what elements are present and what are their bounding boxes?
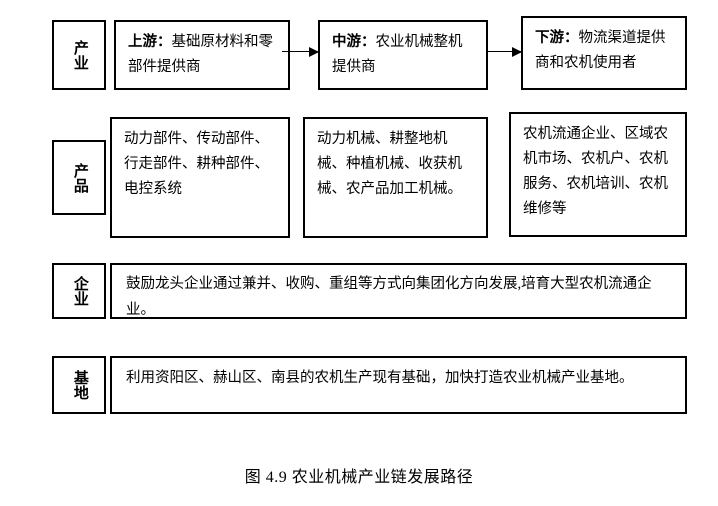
product-downstream-text: 农机流通企业、区域农机市场、农机户、农机服务、农机培训、农机维修等 <box>523 126 668 217</box>
product-midstream-text: 动力机械、耕整地机械、种植机械、收获机械、农产品加工机械。 <box>317 131 462 197</box>
base-text: 利用资阳区、赫山区、南县的农机生产现有基础，加快打造农业机械产业基地。 <box>126 370 634 386</box>
base-box: 利用资阳区、赫山区、南县的农机生产现有基础，加快打造农业机械产业基地。 <box>110 356 687 414</box>
industry-downstream-text: 下游：物流渠道提供商和农机使用者 <box>535 26 675 77</box>
industry-upstream-body: 基础原材料和零部件提供商 <box>128 34 273 76</box>
arrow-upstream-to-midstream <box>282 47 319 57</box>
arrow-midstream-to-downstream <box>487 47 522 57</box>
category-label-product: 产品 <box>71 162 88 193</box>
figure-caption: 图 4.9 农业机械产业链发展路径 <box>244 469 474 486</box>
category-box-base: 基地 <box>52 356 106 414</box>
product-upstream-text: 动力部件、传动部件、行走部件、耕种部件、电控系统 <box>124 131 269 197</box>
industry-upstream-text: 上游：基础原材料和零部件提供商 <box>128 30 278 81</box>
industry-box-upstream: 上游：基础原材料和零部件提供商 <box>114 20 290 90</box>
enterprise-text: 鼓励龙头企业通过兼并、收购、重组等方式向集团化方向发展,培育大型农机流通企业。 <box>126 276 652 318</box>
industry-box-midstream: 中游：农业机械整机提供商 <box>318 20 488 90</box>
industry-midstream-text: 中游：农业机械整机提供商 <box>332 30 476 81</box>
category-label-industry: 产业 <box>71 40 88 70</box>
category-box-industry: 产业 <box>52 20 106 90</box>
industry-upstream-lead: 上游： <box>128 34 172 50</box>
industry-downstream-lead: 下游： <box>535 30 579 46</box>
category-label-enterprise: 企业 <box>71 276 88 306</box>
industry-midstream-lead: 中游： <box>332 34 376 50</box>
enterprise-box: 鼓励龙头企业通过兼并、收购、重组等方式向集团化方向发展,培育大型农机流通企业。 <box>110 263 687 319</box>
industry-midstream-body: 农业机械整机提供商 <box>332 34 463 76</box>
category-box-product: 产品 <box>52 140 106 215</box>
category-label-base: 基地 <box>71 370 88 400</box>
product-box-midstream: 动力机械、耕整地机械、种植机械、收获机械、农产品加工机械。 <box>303 117 488 238</box>
industry-box-downstream: 下游：物流渠道提供商和农机使用者 <box>521 16 687 90</box>
category-box-enterprise: 企业 <box>52 263 106 319</box>
product-box-downstream: 农机流通企业、区域农机市场、农机户、农机服务、农机培训、农机维修等 <box>509 112 687 237</box>
product-box-upstream: 动力部件、传动部件、行走部件、耕种部件、电控系统 <box>110 117 290 238</box>
industry-downstream-body: 物流渠道提供商和农机使用者 <box>535 30 666 72</box>
